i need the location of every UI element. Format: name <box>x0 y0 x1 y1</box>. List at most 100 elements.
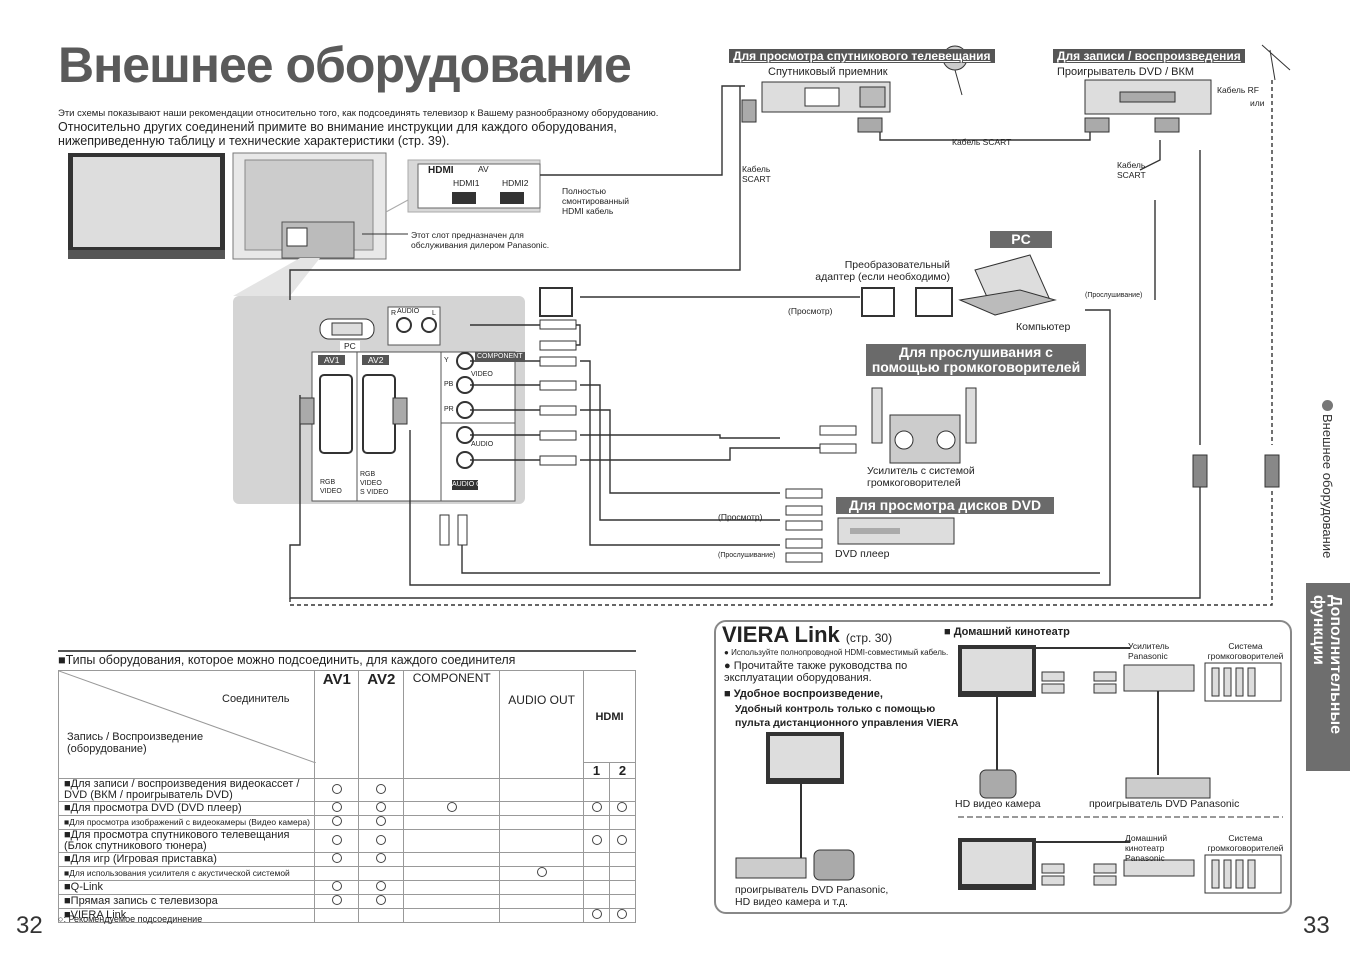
pr-label: PR <box>444 406 454 413</box>
viera-feature-desc: Удобный контроль только с помощью пульта… <box>735 703 959 729</box>
table-cell <box>358 894 405 909</box>
audio-in-label: AUDIO <box>471 441 494 448</box>
table-cell <box>583 815 610 830</box>
recommended-circle-icon <box>446 802 457 812</box>
recommended-circle-icon <box>591 909 602 919</box>
col-av1: AV1 <box>314 670 360 779</box>
header-device: Запись / Воспроизведение (оборудование) <box>67 731 204 755</box>
satellite-device: Спутниковый приемник <box>768 66 888 78</box>
pc-banner: PC <box>990 231 1052 248</box>
recommended-circle-icon <box>591 834 602 845</box>
av2-label: AV2 <box>362 355 390 365</box>
recommended-circle-icon <box>617 834 628 845</box>
table-cell <box>583 852 610 867</box>
sidebar-tab: Дополнительные функции <box>1306 583 1350 771</box>
table-cell <box>583 894 610 909</box>
hdmi-logo: HDMI <box>428 165 454 176</box>
table-cell <box>403 778 501 802</box>
row-label: ■Для игр (Игровая приставка) <box>57 852 316 867</box>
home-theater-panasonic-label: Домашний кинотеатр Panasonic <box>1125 833 1168 863</box>
satellite-banner: Для просмотра спутникового телевещания <box>729 49 995 63</box>
pb-label: PB <box>444 381 454 388</box>
viera-link-box <box>714 620 1292 914</box>
table-cell <box>499 908 585 923</box>
recommended-circle-icon <box>331 853 342 863</box>
amp-speakers-label: Усилитель с системой громкоговорителей <box>867 465 975 489</box>
audio-port-label: AUDIO <box>397 308 420 315</box>
col-audio-out: AUDIO OUT <box>499 670 585 779</box>
diagonal-line <box>59 671 316 763</box>
table-cell <box>608 815 637 830</box>
table-cell <box>314 852 360 867</box>
scart-between-label: Кабель SCART <box>952 137 1012 147</box>
table-cell <box>608 852 637 867</box>
recommended-circle-icon <box>591 802 602 812</box>
dvd-listen-label: (Прослушивание) <box>718 552 776 559</box>
recommended-circle-icon <box>376 802 387 812</box>
dvd-banner: Для просмотра дисков DVD <box>836 497 1054 514</box>
row-label: ■Для записи / воспроизведения видеокассе… <box>57 778 316 802</box>
table-cell <box>403 852 501 867</box>
table-cell <box>499 801 585 816</box>
s-video-label: S VIDEO <box>360 489 389 496</box>
table-cell <box>608 894 637 909</box>
recommended-circle-icon <box>617 909 628 919</box>
recording-banner: Для записи / воспроизведения <box>1053 49 1245 63</box>
intro-text: Относительно других соединений примите в… <box>58 120 617 148</box>
table-cell <box>608 801 637 816</box>
table-cell <box>358 866 405 881</box>
table-cell <box>358 815 405 830</box>
hdmi2-label: HDMI2 <box>502 178 529 188</box>
pc-view-label: (Просмотр) <box>788 306 833 316</box>
table-cell <box>608 829 637 853</box>
speaker-system-label: Система громкоговорителей <box>1207 641 1284 661</box>
table-cell <box>314 801 360 816</box>
table-corner-cell: Соединитель Запись / Воспроизведение (об… <box>57 670 316 779</box>
satellite-scart-cable: Кабель SCART <box>742 164 771 184</box>
table-cell <box>499 852 585 867</box>
pc-port-label: PC <box>340 341 360 351</box>
table-cell <box>403 908 501 923</box>
recommended-circle-icon <box>376 895 387 905</box>
rf-cable-label: Кабель RF <box>1217 85 1259 95</box>
table-cell <box>314 866 360 881</box>
dvd-player-label: DVD плеер <box>835 548 890 560</box>
y-label: Y <box>444 357 449 364</box>
viera-devices-caption: проигрыватель DVD Panasonic, HD видео ка… <box>735 884 889 908</box>
table-row: ■Для просмотра DVD (DVD плеер) <box>57 801 637 816</box>
col-av2: AV2 <box>358 670 405 779</box>
table-cell <box>499 815 585 830</box>
col-component: COMPONENT <box>403 670 501 779</box>
table-cell <box>608 866 637 881</box>
table-row: ■Для просмотра изображений с видеокамеры… <box>57 815 637 830</box>
row-label: ■Прямая запись с телевизора <box>57 894 316 909</box>
table-cell <box>499 778 585 802</box>
col-hdmi: HDMI <box>583 670 636 763</box>
page-number-right: 33 <box>1303 912 1330 939</box>
recommended-circle-icon <box>376 834 387 845</box>
hdmi1-label: HDMI1 <box>453 178 480 188</box>
pc-adapter-label: Преобразовательный адаптер (если необход… <box>815 259 950 283</box>
av2-rgb-label: RGB <box>360 471 376 478</box>
computer-label: Компьютер <box>1016 321 1071 333</box>
table-cell <box>608 908 637 923</box>
or-label: или <box>1250 98 1265 108</box>
recommended-circle-icon <box>331 816 342 826</box>
speakers-banner: Для прослушивания с помощью громкоговори… <box>866 344 1086 376</box>
table-row: ■Для использования усилителя с акустичес… <box>57 866 637 881</box>
row-label: ■Q-Link <box>57 880 316 895</box>
sidebar-title: Внешнее оборудование <box>1320 400 1335 558</box>
viera-bullet1: ● Используйте полнопроводной HDMI-совмес… <box>724 648 949 657</box>
table-cell <box>499 829 585 853</box>
viera-feature: ■ Удобное воспроизведение, <box>724 688 883 700</box>
av1-video-label: VIDEO <box>320 488 342 495</box>
table-cell <box>314 908 360 923</box>
table-cell <box>583 801 610 816</box>
recommended-circle-icon <box>376 816 387 826</box>
recommended-circle-icon <box>331 802 342 812</box>
av-label: AV <box>478 164 489 174</box>
table-row: ■Прямая запись с телевизора <box>57 894 637 909</box>
component-label: COMPONENT <box>475 352 525 362</box>
table-cell <box>358 801 405 816</box>
table-cell <box>403 801 501 816</box>
